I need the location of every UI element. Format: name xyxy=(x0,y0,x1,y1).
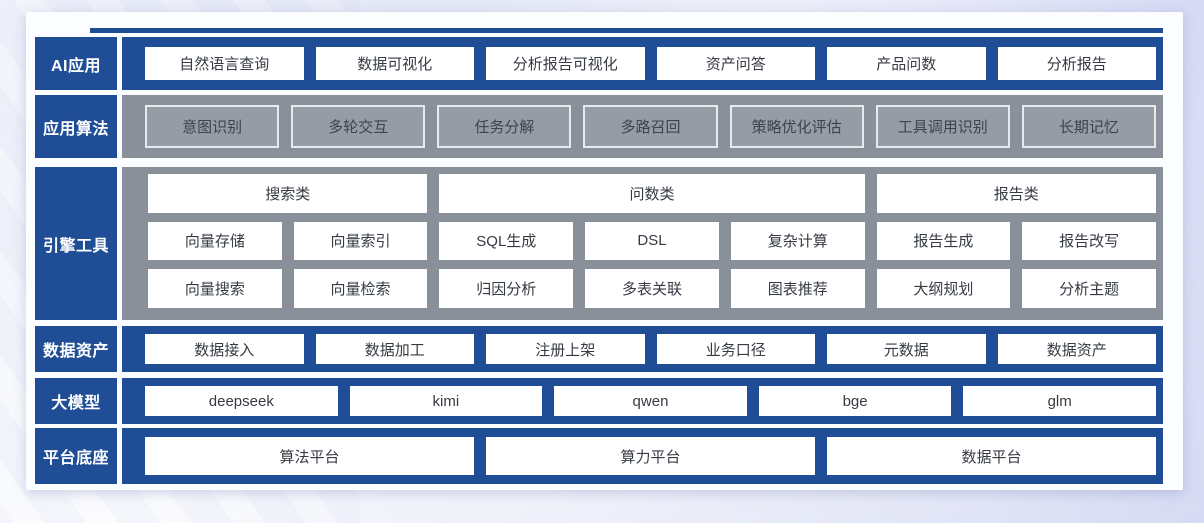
cell: 数据接入 xyxy=(145,334,304,364)
cell: 向量索引 xyxy=(293,221,428,261)
group-header: 报告类 xyxy=(876,174,1156,213)
cell: 图表推荐 xyxy=(730,269,865,308)
group-header: 问数类 xyxy=(439,174,865,213)
cell: 算力平台 xyxy=(486,437,815,475)
cell: 自然语言查询 xyxy=(145,47,304,80)
cell: 归因分析 xyxy=(439,269,574,308)
cell: 资产问答 xyxy=(656,47,815,80)
cell: 元数据 xyxy=(827,334,986,364)
cell: 注册上架 xyxy=(486,334,645,364)
cell: 报告改写 xyxy=(1022,221,1156,261)
diagram-card: AI应用 自然语言查询 数据可视化 分析报告可视化 资产问答 产品问数 分析报告… xyxy=(26,12,1183,490)
ai-apps-row: AI应用 自然语言查询 数据可视化 分析报告可视化 资产问答 产品问数 分析报告 xyxy=(35,37,1163,90)
cell: 多轮交互 xyxy=(291,105,426,148)
cell: 多表关联 xyxy=(585,269,719,308)
cell: 复杂计算 xyxy=(730,221,865,261)
platform-base-row: 平台底座 算法平台 算力平台 数据平台 xyxy=(35,428,1163,484)
row-label: 应用算法 xyxy=(35,95,117,158)
row-label: 引擎工具 xyxy=(35,167,117,320)
row-label: 大模型 xyxy=(35,378,117,424)
cell: 向量搜索 xyxy=(148,269,282,308)
cell: 策略优化评估 xyxy=(729,105,864,148)
cell: 数据加工 xyxy=(315,334,474,364)
top-accent-bar xyxy=(90,28,1163,33)
app-algorithms-row: 应用算法 意图识别 多轮交互 任务分解 多路召回 策略优化评估 工具调用识别 长… xyxy=(35,95,1163,158)
row-label: 平台底座 xyxy=(35,428,117,484)
cell: 数据资产 xyxy=(997,334,1156,364)
cell: 报告生成 xyxy=(876,221,1011,261)
cell: deepseek xyxy=(145,386,338,416)
cell: 分析报告 xyxy=(997,47,1156,80)
llm-strip: deepseek kimi qwen bge glm xyxy=(122,378,1163,424)
cell: bge xyxy=(758,386,952,416)
cell: 向量存储 xyxy=(148,221,282,261)
cell: 分析主题 xyxy=(1022,269,1156,308)
cell: 算法平台 xyxy=(145,437,474,475)
cell: 向量检索 xyxy=(293,269,428,308)
cell: kimi xyxy=(349,386,543,416)
app-algorithms-strip: 意图识别 多轮交互 任务分解 多路召回 策略优化评估 工具调用识别 长期记忆 xyxy=(122,95,1163,158)
row-label: AI应用 xyxy=(35,37,117,90)
cell: qwen xyxy=(554,386,747,416)
cell: 分析报告可视化 xyxy=(486,47,645,80)
row-label: 数据资产 xyxy=(35,326,117,372)
platform-base-strip: 算法平台 算力平台 数据平台 xyxy=(122,428,1163,484)
engine-tools-grid: 搜索类 问数类 报告类 向量存储 向量索引 SQL生成 DSL 复杂计算 报告生… xyxy=(122,167,1163,320)
group-header: 搜索类 xyxy=(148,174,428,213)
layer-diagram: AI应用 自然语言查询 数据可视化 分析报告可视化 资产问答 产品问数 分析报告… xyxy=(35,28,1163,484)
data-assets-strip: 数据接入 数据加工 注册上架 业务口径 元数据 数据资产 xyxy=(122,326,1163,372)
llm-row: 大模型 deepseek kimi qwen bge glm xyxy=(35,378,1163,424)
ai-apps-strip: 自然语言查询 数据可视化 分析报告可视化 资产问答 产品问数 分析报告 xyxy=(122,37,1163,90)
cell: 工具调用识别 xyxy=(875,105,1010,148)
cell: glm xyxy=(963,386,1156,416)
cell: 大纲规划 xyxy=(876,269,1011,308)
cell: 业务口径 xyxy=(656,334,815,364)
cell: 长期记忆 xyxy=(1021,105,1156,148)
cell: 数据可视化 xyxy=(315,47,474,80)
cell: 产品问数 xyxy=(827,47,986,80)
cell: 数据平台 xyxy=(827,437,1156,475)
cell: 任务分解 xyxy=(437,105,572,148)
cell: 多路召回 xyxy=(583,105,718,148)
cell: DSL xyxy=(585,221,719,261)
engine-tools-row: 引擎工具 搜索类 问数类 报告类 向量存储 向量索引 SQL生成 DSL 复杂计… xyxy=(35,167,1163,320)
data-assets-row: 数据资产 数据接入 数据加工 注册上架 业务口径 元数据 数据资产 xyxy=(35,326,1163,372)
cell: SQL生成 xyxy=(439,221,574,261)
cell: 意图识别 xyxy=(145,105,280,148)
